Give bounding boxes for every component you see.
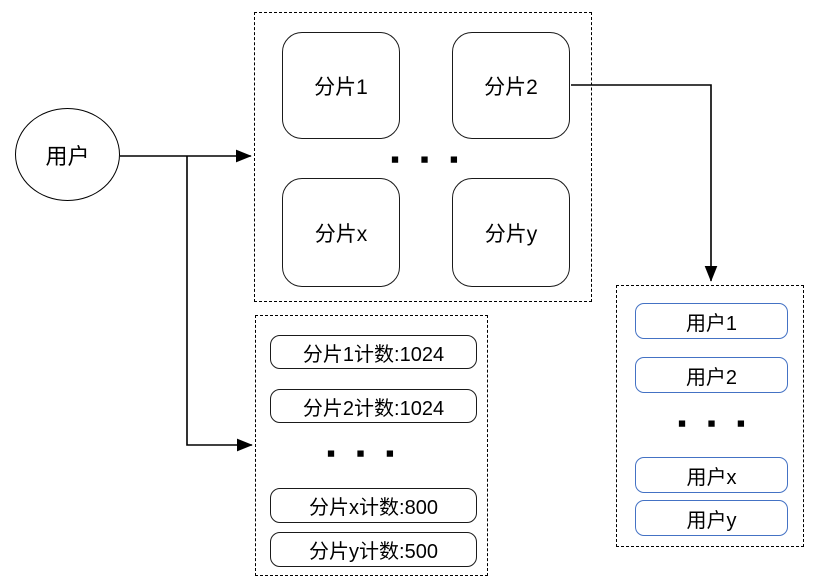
shard-box-y: 分片y: [452, 178, 570, 287]
counts-ellipsis: ■ ■ ■: [327, 445, 403, 461]
shards-panel: [254, 12, 592, 302]
user-box-2-label: 用户2: [685, 366, 738, 389]
user-box-x-label: 用户x: [686, 466, 737, 489]
shard-box-x-label: 分片x: [314, 222, 368, 246]
user-box-y-label: 用户y: [686, 509, 737, 532]
count-box-1-label: 分片1计数:1024: [302, 343, 445, 366]
count-box-x-label: 分片x计数:800: [309, 497, 438, 519]
count-box-1: 分片1计数:1024: [270, 335, 477, 369]
shard-box-1: 分片1: [282, 32, 400, 139]
users-panel: [616, 285, 804, 547]
user-box-1: 用户1: [635, 303, 788, 339]
shards-ellipsis: ■ ■ ■: [391, 151, 467, 167]
user-node-label: 用户: [45, 143, 90, 169]
count-box-y: 分片y计数:500: [270, 532, 477, 567]
counts-panel: [255, 315, 488, 576]
shard-box-2-label: 分片2: [484, 75, 538, 99]
count-box-2-label: 分片2计数:1024: [302, 397, 445, 420]
count-box-2: 分片2计数:1024: [270, 389, 477, 423]
user-box-1-label: 用户1: [685, 312, 738, 335]
user-box-2: 用户2: [635, 357, 788, 393]
users-ellipsis: ■ ■ ■: [678, 415, 754, 431]
arrow-shard2-to-users: [571, 84, 718, 282]
user-node: 用户: [15, 108, 120, 201]
user-box-x: 用户x: [635, 457, 788, 493]
user-box-y: 用户y: [635, 500, 788, 536]
count-box-x: 分片x计数:800: [270, 488, 477, 523]
shard-box-x: 分片x: [282, 178, 400, 287]
shard-box-y-label: 分片y: [484, 222, 538, 246]
shard-box-2: 分片2: [452, 32, 570, 139]
shard-box-1-label: 分片1: [314, 75, 368, 99]
count-box-y-label: 分片y计数:500: [309, 541, 438, 563]
arrow-user-to-counts: [186, 156, 253, 452]
